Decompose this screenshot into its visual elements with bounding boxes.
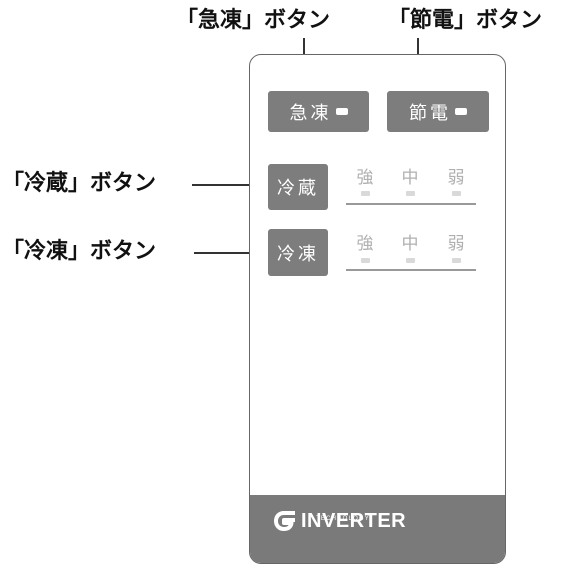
panel-footer: INVERTER TECHNOLOGY <box>250 495 505 563</box>
reizo-level-weak: 弱 <box>447 168 465 188</box>
inverter-logo-icon <box>274 511 295 531</box>
reizo-button-label: 冷蔵 <box>277 178 319 199</box>
reito-level-rule <box>346 269 476 271</box>
reizo-level-rule <box>346 203 476 205</box>
reito-level-weak-led <box>452 258 461 263</box>
reito-level-strong: 強 <box>356 234 374 254</box>
reizo-level-strong: 強 <box>356 168 374 188</box>
leader-line-reito <box>194 252 268 254</box>
callout-reizo: 「冷蔵」ボタン <box>2 171 157 196</box>
kyuto-indicator-led <box>335 108 348 115</box>
reito-level-strong-led <box>361 258 370 263</box>
callout-reito: 「冷凍」ボタン <box>2 239 157 264</box>
callout-kyuto: 「急凍」ボタン <box>176 8 331 33</box>
leader-line-reizo <box>192 184 268 186</box>
reito-level-indicator: 強 中 弱 <box>346 229 476 273</box>
reito-level-medium: 中 <box>401 234 419 254</box>
control-panel: 急凍 節電 冷蔵 強 中 弱 冷凍 強 中 弱 INVERTE <box>249 54 506 564</box>
callout-setsuden: 「節電」ボタン <box>388 8 543 33</box>
inverter-logo-word: INVERTER <box>301 510 407 532</box>
reizo-button[interactable]: 冷蔵 <box>268 164 328 210</box>
kyuto-button-label: 急凍 <box>289 102 332 124</box>
reizo-level-indicator: 強 中 弱 <box>346 163 476 207</box>
reito-button[interactable]: 冷凍 <box>268 229 328 276</box>
reito-button-label: 冷凍 <box>277 243 319 265</box>
setsuden-indicator-led <box>455 108 467 115</box>
inverter-logo: INVERTER <box>274 511 406 531</box>
reito-level-medium-led <box>406 258 415 263</box>
setsuden-button-label: 節電 <box>409 102 451 124</box>
inverter-logo-subtitle: TECHNOLOGY <box>316 516 371 522</box>
kyuto-button[interactable]: 急凍 <box>268 91 369 132</box>
reito-level-weak: 弱 <box>447 234 465 254</box>
reizo-level-medium: 中 <box>401 168 419 188</box>
setsuden-button[interactable]: 節電 <box>387 91 489 132</box>
reizo-level-weak-led <box>452 191 461 196</box>
reizo-level-medium-led <box>406 191 415 196</box>
reizo-level-strong-led <box>361 191 370 196</box>
